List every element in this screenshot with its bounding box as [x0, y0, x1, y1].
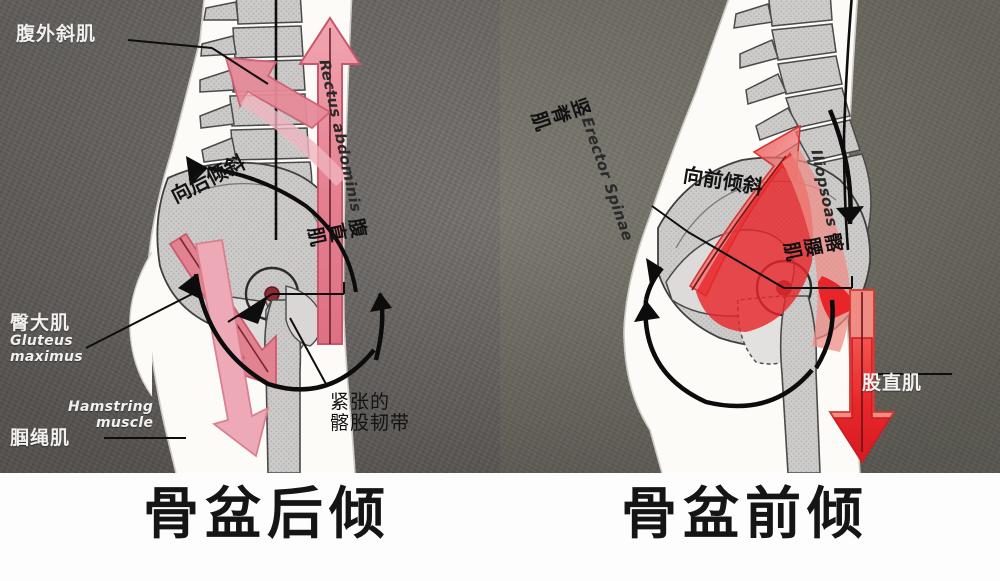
label-hamstring-en: Hamstring muscle	[68, 399, 154, 431]
label-iliofemoral-ligament-line2: 髂股韧带	[330, 412, 411, 435]
label-gluteus-maximus: 臀大肌 Gluteus maximus	[10, 312, 83, 366]
external-oblique-arrow	[224, 56, 332, 130]
leader-lines-left	[85, 39, 345, 439]
anterior-rotation-arcs	[634, 109, 864, 409]
label-gluteus-maximus-en-2: maximus	[10, 348, 83, 365]
caption-band	[0, 473, 1000, 581]
label-external-oblique-cn: 腹外斜肌	[16, 23, 97, 45]
label-hamstring-en-1: Hamstring	[68, 399, 154, 415]
label-gluteus-maximus-cn: 臀大肌	[10, 312, 71, 334]
label-rectus-femoris: 股直肌	[862, 372, 923, 394]
rectus-abdominis-arrow	[298, 16, 362, 345]
label-gluteus-maximus-en-1: Gluteus	[10, 333, 73, 350]
external-oblique-fan	[240, 92, 348, 186]
anterior-tilt-figure	[623, 0, 952, 473]
leader-lines-right	[651, 205, 952, 375]
posterior-rotation-arcs	[178, 156, 392, 392]
caption-anterior-pelvic-tilt: 骨盆前倾	[621, 482, 869, 547]
label-external-oblique: 腹外斜肌	[16, 23, 97, 45]
posterior-tilt-figure	[85, 0, 392, 473]
label-iliofemoral-ligament-line1: 紧张的	[330, 391, 391, 413]
rectus-femoris-arrow	[828, 289, 896, 464]
label-iliofemoral-ligament: 紧张的 髂股韧带	[330, 391, 411, 435]
caption-posterior-pelvic-tilt: 骨盆后倾	[143, 482, 391, 547]
label-hamstring-cn: 腘绳肌	[10, 427, 71, 449]
label-hamstring-en-2: muscle	[96, 414, 154, 431]
hamstring-arrow	[194, 238, 270, 458]
